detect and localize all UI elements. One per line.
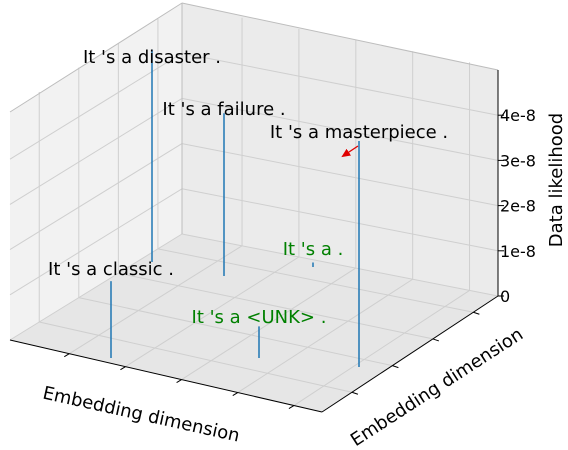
annotation-arrow bbox=[341, 145, 359, 158]
point-labels: It 's a disaster .It 's a failure .It 's… bbox=[48, 47, 448, 328]
z-tick-label: 4e-8 bbox=[500, 106, 536, 125]
z-tick-label: 2e-8 bbox=[500, 197, 536, 216]
z-tick-labels: 0 1e-8 2e-8 3e-8 4e-8 bbox=[500, 106, 536, 306]
z-tick-label: 0 bbox=[500, 287, 510, 306]
point-label: It 's a masterpiece . bbox=[270, 122, 448, 143]
x-axis-label: Embedding dimension bbox=[41, 383, 242, 447]
stems bbox=[110, 49, 360, 367]
x-axis-line bbox=[9, 339, 323, 413]
z-tick-label: 1e-8 bbox=[500, 242, 536, 261]
back-left-pane bbox=[10, 3, 182, 340]
gridlines bbox=[9, 17, 499, 406]
point-label: It 's a disaster . bbox=[83, 47, 221, 68]
z-tick-label: 3e-8 bbox=[500, 151, 536, 170]
pane-edges bbox=[9, 2, 499, 234]
floor-pane bbox=[10, 234, 498, 412]
y-axis-line bbox=[321, 295, 499, 413]
point-label: It 's a <UNK> . bbox=[192, 307, 327, 328]
z-axis-label: Data likelihood bbox=[546, 113, 567, 247]
point-label: It 's a failure . bbox=[162, 99, 285, 120]
point-label: It 's a . bbox=[283, 239, 344, 260]
point-label: It 's a classic . bbox=[48, 259, 174, 280]
axis-ticks bbox=[64, 114, 504, 409]
back-right-pane bbox=[182, 3, 498, 296]
